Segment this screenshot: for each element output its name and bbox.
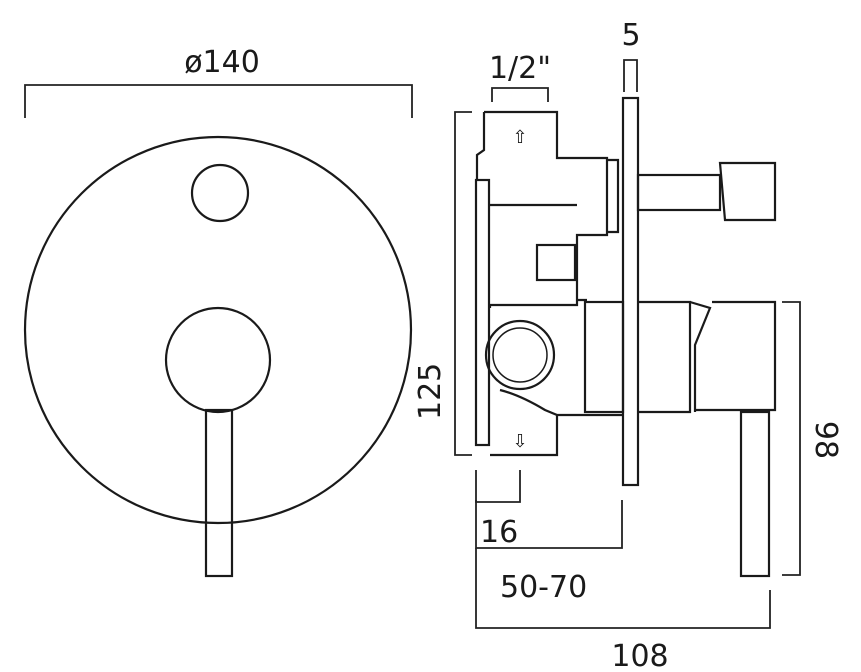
diverter-spindle [636,173,722,212]
valve-body-lower [490,388,623,457]
handle-body [638,300,692,414]
flow-up-arrow-icon: ⇧ [512,127,527,148]
handle-cap [689,300,777,412]
flow-down-arrow-icon: ⇩ [512,431,527,452]
diameter-dimension-line [24,84,413,118]
depth-range-dimension-line [475,500,623,549]
cover-plate-side [621,96,640,487]
front-view: ø140 [23,45,413,578]
outlet-ring-inner [492,327,548,383]
plate-thickness-label: 5 [621,18,640,53]
mounting-plate [474,178,491,447]
inlet-label: 1/2" [489,51,551,86]
inlet-dimension-line [491,87,549,102]
overall-depth-dimension-line [475,548,771,629]
height-dimension-line [454,111,472,456]
valve-body-upper [475,110,609,307]
depth-min-dimension-line [475,470,521,503]
handle-hub-circle [164,306,272,414]
lever-handle [204,408,234,578]
diverter-knob-side [718,161,777,222]
handle-sleeve [583,300,625,414]
lever-side [739,410,771,578]
cartridge-port [535,243,577,282]
diameter-label: ø140 [184,45,260,80]
lever-height-dimension-line [782,301,801,576]
threaded-connector [607,158,620,234]
body-divider [488,203,577,308]
height-label: 125 [413,363,448,420]
depth-range-label: 50-70 [500,570,587,605]
outlet-ring-outer [484,319,556,391]
diverter-knob-circle [190,163,250,223]
depth-min-label: 16 [480,515,518,550]
overall-depth-label: 108 [611,639,668,672]
lever-height-label: 98 [808,421,843,459]
cover-plate-circle [23,135,413,525]
plate-thickness-dimension-line [623,59,638,92]
side-view: 5 1/2" ⇧ ⇩ 125 16 50-70 1 [413,18,843,672]
